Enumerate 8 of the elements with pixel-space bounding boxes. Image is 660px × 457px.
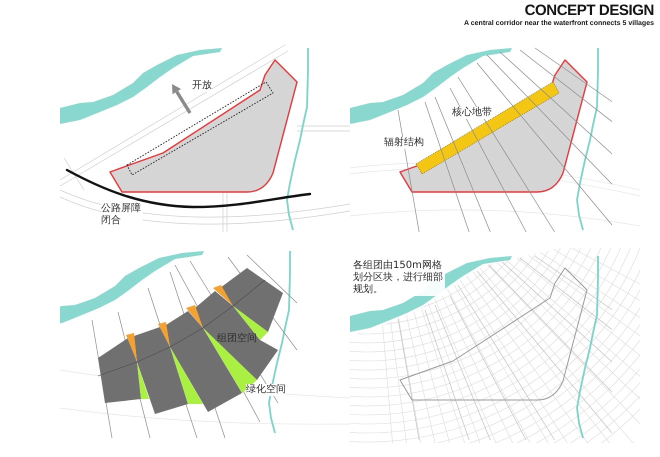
map-label: 组团空间 bbox=[217, 333, 257, 345]
map-label: 开放 bbox=[192, 80, 212, 92]
map-label: 公路屏障闭合 bbox=[101, 203, 143, 227]
note-text: 各组团由150m网格划分区块，进行细部规划。 bbox=[353, 260, 445, 296]
title: CONCEPT DESIGN bbox=[524, 3, 654, 18]
map-label: 辐射结构 bbox=[384, 137, 424, 149]
map-label: 核心地带 bbox=[452, 107, 492, 119]
map-label: 绿化空间 bbox=[246, 384, 286, 396]
